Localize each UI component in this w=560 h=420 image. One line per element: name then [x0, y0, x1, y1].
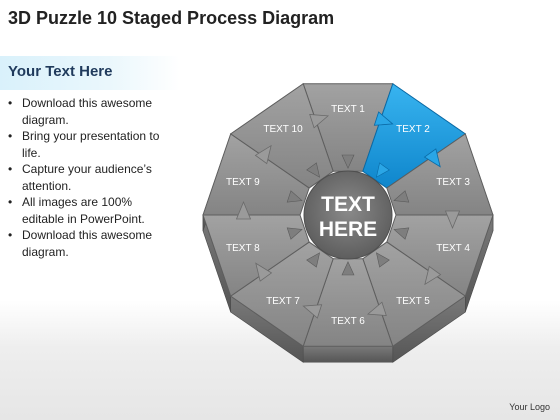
- inward-arrow-icon: [375, 162, 390, 178]
- bullet-text: Bring your presentation to life.: [22, 129, 160, 160]
- connector-arrow-icon: [424, 265, 442, 286]
- inward-arrow-icon: [341, 154, 355, 169]
- bullet-dot-icon: •: [8, 96, 13, 110]
- center-hub: [303, 170, 393, 260]
- inward-arrow-icon: [375, 252, 390, 268]
- connector-arrow-icon: [254, 144, 272, 165]
- bullet-text: Capture your audience’s attention.: [22, 162, 152, 193]
- segment-label-5: TEXT 5: [396, 296, 430, 307]
- inward-arrow-icon: [306, 252, 321, 268]
- inward-arrow-icon: [306, 162, 321, 178]
- slide-title: 3D Puzzle 10 Staged Process Diagram: [8, 8, 335, 28]
- segment-label-1: TEXT 1: [331, 104, 365, 115]
- bullet-text: All images are 100% editable in PowerPoi…: [22, 195, 145, 226]
- extrusion-face: [302, 345, 394, 363]
- puzzle-piece-10: [229, 82, 334, 189]
- inward-arrow-icon: [393, 190, 410, 203]
- bullet-item: • Bring your presentation to life.: [6, 128, 176, 161]
- connector-arrow-icon: [255, 262, 273, 282]
- segment-label-9: TEXT 9: [226, 177, 260, 188]
- bullet-dot-icon: •: [8, 162, 13, 176]
- connector-arrow-icon: [366, 301, 387, 316]
- connector-arrow-icon: [423, 148, 441, 168]
- inward-arrow-icon: [341, 261, 355, 276]
- connector-arrow-icon: [302, 304, 323, 319]
- bullet-text: Download this awesome diagram.: [22, 228, 153, 259]
- bullet-item: • Download this awesome diagram.: [6, 227, 176, 260]
- segment-label-4: TEXT 4: [436, 243, 470, 254]
- bullet-dot-icon: •: [8, 195, 13, 209]
- bullet-text: Download this awesome diagram.: [22, 96, 153, 127]
- bullet-item: • Download this awesome diagram.: [6, 95, 176, 128]
- subtitle: Your Text Here: [8, 63, 113, 80]
- inward-arrow-icon: [286, 227, 303, 240]
- segment-label-10: TEXT 10: [263, 124, 303, 135]
- inward-arrow-icon: [286, 190, 303, 203]
- connector-arrow-icon: [309, 114, 330, 129]
- segment-label-8: TEXT 8: [226, 243, 260, 254]
- segment-label-6: TEXT 6: [331, 316, 365, 327]
- bullet-item: • All images are 100% editable in PowerPo…: [6, 194, 176, 227]
- bullet-list: • Download this awesome diagram. • Bring y…: [6, 95, 176, 260]
- diagram-pieces: [202, 82, 494, 348]
- connector-arrow-icon: [444, 210, 461, 230]
- inward-arrow-icon: [393, 227, 410, 240]
- segment-label-7: TEXT 7: [266, 296, 300, 307]
- connector-arrow-icon: [373, 111, 394, 126]
- logo-text: Your Logo: [509, 402, 550, 412]
- diagram-arrows: [235, 111, 461, 319]
- bullet-item: • Capture your audience’s attention.: [6, 161, 176, 194]
- center-text-line-1: TEXT: [321, 193, 375, 216]
- center-text-line-2: HERE: [319, 218, 377, 241]
- diagram-labels: TEXT 1 TEXT 2 TEXT 3 TEXT 4 TEXT 5 TEXT 6 TEXT…: [226, 104, 470, 327]
- connector-arrow-icon: [235, 200, 252, 220]
- subtitle-band: [0, 56, 180, 90]
- bullet-dot-icon: •: [8, 129, 13, 143]
- segment-label-3: TEXT 3: [436, 177, 470, 188]
- bullet-dot-icon: •: [8, 228, 13, 242]
- segment-label-2: TEXT 2: [396, 124, 430, 135]
